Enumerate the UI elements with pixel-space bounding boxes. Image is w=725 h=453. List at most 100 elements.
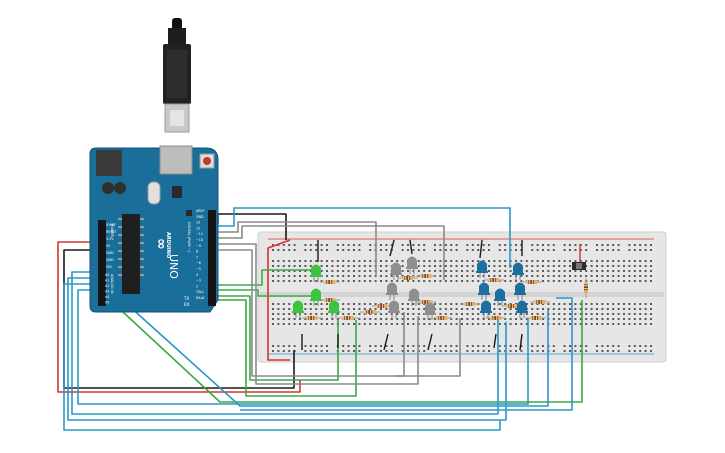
wire-green-a5[interactable]: [109, 299, 583, 403]
led[interactable]: [390, 262, 402, 281]
led[interactable]: [310, 288, 322, 307]
slide-switch[interactable]: [572, 244, 586, 270]
resistor[interactable]: [432, 316, 452, 320]
led[interactable]: [480, 300, 492, 319]
wire-blue-top[interactable]: [215, 207, 511, 268]
rx-label: RX: [184, 302, 190, 307]
resistor[interactable]: [486, 316, 506, 320]
arduino-logo-icon: ∞: [153, 238, 169, 250]
pin-label: 13: [196, 221, 200, 225]
led[interactable]: [406, 256, 418, 275]
pin-label: 3.3V: [106, 237, 114, 241]
wire-blue-4[interactable]: [77, 289, 529, 405]
arduino-model: UNO: [167, 254, 180, 279]
resistor[interactable]: [398, 276, 418, 280]
resistor[interactable]: [522, 280, 542, 284]
pin-label: ~10: [196, 238, 203, 242]
wires[interactable]: [57, 207, 583, 431]
pin-label: 8: [196, 250, 198, 254]
resistor[interactable]: [460, 302, 480, 306]
resistor[interactable]: [526, 316, 546, 320]
pin-label: ~9: [196, 244, 201, 248]
pin-label: A2: [105, 284, 109, 288]
wire-blue-6[interactable]: [240, 297, 573, 411]
led[interactable]: [310, 264, 322, 283]
wire-green-led4[interactable]: [215, 299, 357, 397]
wire-gray-4[interactable]: [215, 249, 405, 377]
resistor[interactable]: [360, 310, 380, 314]
components[interactable]: [292, 256, 588, 321]
pin-label: RX◂0: [196, 296, 204, 300]
pin-label: RESET: [106, 230, 118, 234]
wire-red-rail[interactable]: [267, 239, 291, 361]
wire-green-led3[interactable]: [215, 295, 339, 381]
pin-label: AREF: [196, 209, 205, 213]
usb-cable[interactable]: [163, 18, 191, 133]
pin-label: ~11: [196, 232, 203, 236]
pin-label: 7: [196, 255, 198, 259]
led[interactable]: [476, 260, 488, 279]
led[interactable]: [478, 282, 490, 301]
resistor[interactable]: [484, 278, 504, 282]
wire-gray-3[interactable]: [215, 243, 419, 385]
led[interactable]: [292, 300, 304, 319]
power-jack: [96, 150, 122, 176]
black-jumpers[interactable]: [301, 239, 523, 351]
wire-blue-5[interactable]: [117, 295, 549, 407]
resistor[interactable]: [416, 274, 436, 278]
pin-label: GND: [106, 258, 114, 262]
power-header[interactable]: [98, 220, 106, 278]
wire-blue-2[interactable]: [67, 277, 507, 421]
wire-green-led1[interactable]: [215, 269, 316, 286]
digital-header[interactable]: [208, 210, 216, 306]
led[interactable]: [512, 262, 524, 281]
pin-label: 2: [196, 284, 198, 288]
led[interactable]: [516, 300, 528, 319]
wire-gray-1[interactable]: [215, 221, 377, 276]
pin-label: ~5: [196, 267, 201, 271]
power-header-label: POWER: [110, 224, 114, 238]
wire-gray-2[interactable]: [215, 225, 445, 280]
wire-blue-3[interactable]: [63, 283, 501, 431]
usb-port: [159, 145, 193, 175]
tx-label: TX: [183, 296, 189, 301]
wire-blue-1[interactable]: [71, 271, 499, 415]
led[interactable]: [408, 288, 420, 307]
digital-header-label: DIGITAL (PWM ~): [187, 222, 191, 253]
resistor[interactable]: [338, 316, 358, 320]
wire-green-led2[interactable]: [215, 289, 320, 297]
resistor[interactable]: [584, 278, 588, 298]
led[interactable]: [514, 282, 526, 301]
resistor[interactable]: [372, 304, 392, 308]
pin-label: GND: [196, 215, 204, 219]
resistor[interactable]: [320, 280, 340, 284]
pin-label: A3: [105, 290, 109, 294]
led[interactable]: [424, 302, 436, 321]
pin-label: 12: [196, 226, 200, 230]
arduino-brand: ARDUINO: [165, 232, 171, 258]
pin-label: A5: [105, 301, 109, 305]
wire-red-5v[interactable]: [57, 241, 301, 393]
pin-label: A4: [105, 295, 109, 299]
pin-label: ~3: [196, 279, 201, 283]
atmega-chip: [122, 214, 140, 294]
pin-label: A0: [105, 273, 109, 277]
resistor[interactable]: [530, 300, 550, 304]
led[interactable]: [388, 300, 400, 319]
led[interactable]: [494, 288, 506, 307]
led[interactable]: [328, 300, 340, 319]
resistor[interactable]: [302, 316, 322, 320]
resistor[interactable]: [320, 298, 340, 302]
breadboard[interactable]: [257, 231, 667, 363]
pin-label: GND: [106, 251, 114, 255]
led[interactable]: [386, 282, 398, 301]
wire-gray-5[interactable]: [396, 318, 461, 377]
analog-header[interactable]: [98, 270, 106, 306]
analog-header-label: ANALOG IN: [110, 274, 114, 294]
pin-label: ~6: [196, 261, 201, 265]
